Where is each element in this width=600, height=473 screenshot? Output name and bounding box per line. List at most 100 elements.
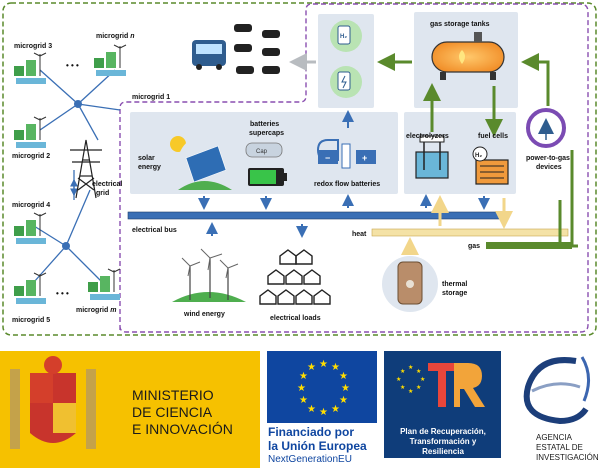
label-gas-storage-tanks: gas storage tanks <box>430 21 490 28</box>
label-supercaps: supercaps <box>249 130 284 137</box>
microgrid1-border <box>119 3 589 333</box>
svg-text:−: − <box>325 153 330 163</box>
svg-text:+: + <box>362 153 367 163</box>
battery-icon <box>248 168 287 186</box>
svg-text:★: ★ <box>400 384 405 391</box>
spain-coat-of-arms-icon <box>10 356 96 449</box>
microgrid-4-cluster <box>14 212 47 244</box>
microgrid-3-cluster <box>14 52 47 84</box>
redox-flow-icon: − + <box>317 139 376 169</box>
svg-text:★: ★ <box>408 388 413 395</box>
svg-text:★: ★ <box>339 371 348 382</box>
label-gas: gas <box>468 243 480 250</box>
microgrid-2-cluster <box>14 116 47 148</box>
label-microgrid-4: microgrid 4 <box>12 202 50 209</box>
label-heat: heat <box>352 231 367 238</box>
microgrid-5-cluster <box>14 272 47 304</box>
eu-stars-icon: ★★★★ ★★★★ ★★★★ <box>297 359 350 418</box>
label-thermal-2: storage <box>442 290 467 297</box>
label-p2g-2: devices <box>536 164 562 171</box>
heat-arrows <box>401 195 513 255</box>
label-solar-1: solar <box>138 155 155 162</box>
aei-line-1: AGENCIA <box>536 433 573 442</box>
svg-text:★: ★ <box>297 383 306 394</box>
svg-text:★: ★ <box>420 376 425 383</box>
ministry-logo: MINISTERIO DE CIENCIA E INNOVACIÓN <box>0 351 260 468</box>
electrolyzer-icon <box>415 135 449 179</box>
svg-text:★: ★ <box>319 359 328 370</box>
svg-text:★: ★ <box>299 371 308 382</box>
ministry-line-3: E INNOVACIÓN <box>132 421 233 437</box>
svg-text:★: ★ <box>341 383 350 394</box>
prtr-logo: ★★★★ ★★★★ Plan de Recuperación, Transfor… <box>384 351 501 458</box>
label-electrolyzers: electrolyzers <box>406 133 449 140</box>
prtr-line-1: Plan de Recuperación, <box>400 427 486 436</box>
svg-text:★: ★ <box>331 362 340 373</box>
label-electrical-loads: electrical loads <box>270 315 321 322</box>
arrow-p2g-to-tanks <box>521 53 550 106</box>
power-to-gas-icon <box>526 108 566 148</box>
label-thermal-1: thermal <box>442 281 467 288</box>
eu-flag: ★★★★ ★★★★ ★★★★ <box>267 351 377 423</box>
ellipsis-top: • • • <box>66 61 79 70</box>
aei-e-icon <box>523 356 590 425</box>
h2-station-icon: H₂ <box>330 20 362 52</box>
network-node-top <box>74 100 82 108</box>
label-microgrid-m: microgrid m <box>76 307 116 314</box>
gas-tank-icon <box>431 32 505 80</box>
outer-system-border <box>2 2 597 336</box>
label-microgrid-2: microgrid 2 <box>12 153 50 160</box>
eu-funding-text: Financiado por la Unión Europea <box>268 425 367 453</box>
svg-text:H₂: H₂ <box>475 153 482 159</box>
prtr-line-2: Transformación y <box>409 437 477 446</box>
prtr-line-3: Resiliencia <box>422 447 464 456</box>
electrical-bus-bar <box>127 211 509 220</box>
svg-text:★: ★ <box>408 364 413 371</box>
ellipsis-bottom: • • • <box>56 289 69 298</box>
cars-icon <box>234 24 280 74</box>
aei-logo: AGENCIA ESTATAL DE INVESTIGACIÓN <box>508 351 600 468</box>
label-electrical-grid-1: electrical <box>92 181 122 188</box>
transmission-tower-icon <box>70 139 102 199</box>
aei-line-2: ESTATAL DE <box>536 443 583 452</box>
svg-text:★: ★ <box>396 376 401 383</box>
label-solar-2: energy <box>138 164 161 171</box>
fuel-cell-icon: H₂ <box>472 146 509 185</box>
label-p2g-1: power-to-gas <box>526 155 570 162</box>
label-electrical-grid-2: grid <box>96 190 109 197</box>
eu-nextgen: NextGenerationEU <box>268 454 352 465</box>
eu-line-2: la Unión Europea <box>268 439 367 453</box>
prtr-emblem-icon: ★★★★ ★★★★ <box>396 363 485 407</box>
label-wind-energy: wind energy <box>183 311 225 318</box>
svg-text:Cap: Cap <box>256 149 268 155</box>
svg-text:★: ★ <box>331 404 340 415</box>
svg-text:★: ★ <box>339 395 348 406</box>
label-electrical-bus: electrical bus <box>132 227 177 234</box>
aei-line-3: INVESTIGACIÓN <box>536 453 599 462</box>
heat-bar <box>371 228 569 237</box>
gas-line <box>570 150 578 248</box>
svg-text:★: ★ <box>307 404 316 415</box>
svg-text:★: ★ <box>319 407 328 418</box>
electrical-loads-icon <box>259 249 331 305</box>
ministry-line-2: DE CIENCIA <box>132 404 213 420</box>
svg-text:★: ★ <box>307 362 316 373</box>
microgrid-network <box>33 69 121 285</box>
svg-text:★: ★ <box>416 384 421 391</box>
microgrid-m-cluster <box>88 268 121 300</box>
ministry-line-1: MINISTERIO <box>132 387 214 403</box>
label-microgrid-n: microgrid n <box>96 33 135 40</box>
svg-text:★: ★ <box>299 395 308 406</box>
label-fuel-cells: fuel cells <box>478 133 508 140</box>
label-microgrid-1: microgrid 1 <box>132 94 170 101</box>
label-microgrid-3: microgrid 3 <box>14 43 52 50</box>
svg-text:★: ★ <box>416 368 421 375</box>
label-batteries: batteries <box>250 121 279 128</box>
microgrid-n-cluster <box>94 44 127 76</box>
thermal-storage-icon <box>382 256 438 312</box>
wind-turbines-icon <box>172 248 246 302</box>
ev-charger-icon <box>330 66 362 98</box>
network-node-bottom <box>62 242 70 250</box>
bus-arrows <box>198 194 490 238</box>
